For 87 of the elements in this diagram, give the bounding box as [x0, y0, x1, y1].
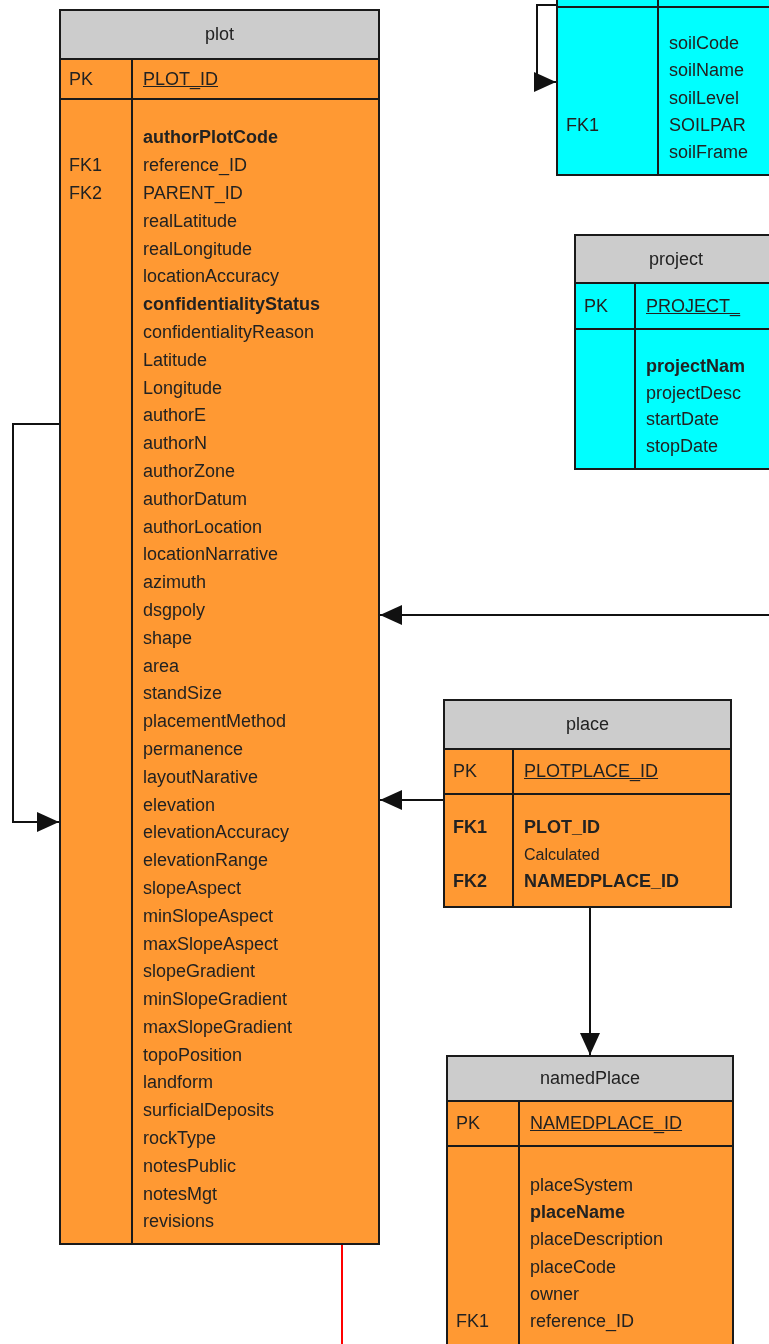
field-name: authorDatum	[142, 488, 248, 510]
field-name: shape	[142, 627, 193, 649]
field-name: notesPublic	[142, 1155, 237, 1177]
table-title: plot	[61, 11, 378, 60]
field-name: stopDate	[645, 435, 719, 457]
table-title: place	[445, 701, 730, 750]
field-name: authorN	[142, 433, 208, 455]
field-name: PARENT_ID	[142, 183, 243, 204]
arrow	[379, 790, 444, 810]
field-name: revisions	[142, 1211, 215, 1233]
field-name: elevation	[142, 794, 216, 816]
key-label: PK	[452, 761, 478, 782]
key-label: FK2	[68, 183, 103, 204]
arrow	[534, 4, 557, 92]
key-label: FK1	[455, 1311, 490, 1333]
key-label: PK	[68, 68, 94, 90]
field-name: authorLocation	[142, 516, 263, 538]
field-name: locationAccuracy	[142, 266, 280, 288]
field-name: authorPlotCode	[142, 127, 278, 149]
arrow	[379, 605, 769, 625]
key-label: FK1	[565, 115, 600, 137]
field-name: placementMethod	[142, 711, 287, 733]
key-label: FK1	[68, 155, 103, 177]
field-name: minSlopeAspect	[142, 905, 274, 927]
field-name: SOILPAR	[668, 115, 746, 137]
field-name: slopeAspect	[142, 877, 242, 899]
field-name: maxSlopeAspect	[142, 933, 279, 955]
field-name: permanence	[142, 738, 244, 760]
field-name: reference_ID	[529, 1311, 635, 1333]
field-name: placeDescription	[529, 1229, 664, 1251]
field-name: notesMgt	[142, 1183, 218, 1205]
primary-key-field: PLOT_ID	[133, 68, 219, 90]
field-name: surficialDeposits	[142, 1100, 275, 1122]
field-name: confidentialityReason	[142, 321, 315, 343]
field-name: reference_ID	[142, 155, 248, 177]
field-name: dsgpoly	[142, 599, 206, 621]
field-name: NAMEDPLACE_ID	[523, 871, 679, 892]
field-name: realLatitude	[142, 210, 238, 232]
field-name: soilFrame	[668, 142, 748, 164]
primary-key-field: NAMEDPLACE_ID	[520, 1113, 683, 1134]
field-name: landform	[142, 1072, 214, 1094]
entity-table	[443, 699, 732, 908]
field-name: authorZone	[142, 460, 236, 482]
arrow	[12, 423, 60, 832]
field-name: Calculated	[523, 845, 600, 864]
key-label: PK	[583, 295, 609, 317]
table-title: project	[576, 236, 769, 284]
field-name: area	[142, 655, 180, 677]
field-name: soilLevel	[668, 87, 740, 109]
field-name: projectDesc	[645, 382, 742, 404]
entity-table	[556, 0, 769, 176]
entity-table	[574, 234, 769, 470]
field-name: layoutNarative	[142, 766, 259, 788]
field-name: minSlopeGradient	[142, 989, 288, 1011]
field-name: soilCode	[668, 33, 740, 55]
field-name: realLongitude	[142, 238, 253, 260]
primary-key-field: PROJECT_	[636, 295, 741, 317]
field-name: Longitude	[142, 377, 223, 399]
entity-table	[59, 9, 380, 1245]
field-name: standSize	[142, 683, 223, 705]
field-name: confidentialityStatus	[142, 294, 321, 316]
key-label: PK	[455, 1113, 481, 1134]
field-name: Latitude	[142, 349, 208, 371]
entity-table	[446, 1055, 734, 1344]
table-title: namedPlace	[448, 1057, 732, 1102]
arrow	[580, 907, 600, 1056]
key-label: FK1	[452, 817, 488, 838]
field-name: owner	[529, 1283, 580, 1305]
primary-key-field: PLOTPLACE_ID	[514, 761, 659, 782]
field-name: PLOT_ID	[523, 817, 600, 838]
field-name: authorE	[142, 405, 207, 427]
field-name: elevationRange	[142, 850, 269, 872]
field-name: slopeGradient	[142, 961, 256, 983]
field-name: maxSlopeGradient	[142, 1016, 293, 1038]
field-name: projectNam	[645, 355, 746, 377]
field-name: elevationAccuracy	[142, 822, 290, 844]
field-name: startDate	[645, 409, 720, 431]
field-name: locationNarrative	[142, 544, 279, 566]
field-name: placeCode	[529, 1256, 617, 1278]
field-name: placeSystem	[529, 1175, 634, 1197]
field-name: topoPosition	[142, 1044, 243, 1066]
field-name: azimuth	[142, 572, 207, 594]
connector-line	[341, 1244, 343, 1344]
key-label: FK2	[452, 871, 488, 892]
field-name: soilName	[668, 60, 745, 82]
field-name: rockType	[142, 1128, 217, 1150]
field-name: placeName	[529, 1202, 626, 1224]
